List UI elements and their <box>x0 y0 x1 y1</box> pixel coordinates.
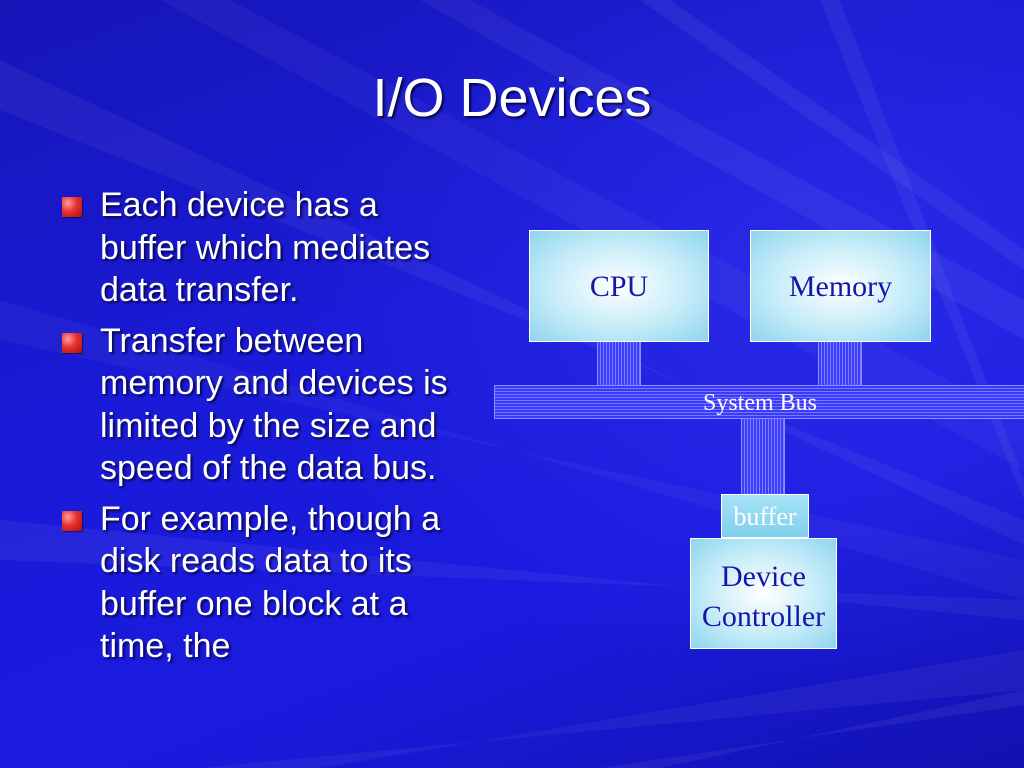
buffer-label: buffer <box>733 502 797 531</box>
cpu-box: CPU <box>529 230 709 342</box>
bullet-square-icon <box>62 510 82 531</box>
memory-bus-connector <box>818 342 862 386</box>
bullet-item: Transfer between memory and devices is l… <box>62 320 472 490</box>
bullet-item: For example, though a disk reads data to… <box>62 498 472 668</box>
bullet-text: Transfer between memory and devices is l… <box>100 321 448 488</box>
bullet-list: Each device has a buffer which mediates … <box>62 184 472 676</box>
bullet-square-icon <box>62 197 82 217</box>
bullet-text: Each device has a buffer which mediates … <box>100 186 431 309</box>
device-controller-box: Device Controller <box>690 538 837 649</box>
device-controller-label-line2: Controller <box>701 600 826 633</box>
slide-title: I/O Devices <box>372 68 652 128</box>
bullet-text: For example, though a disk reads data to… <box>100 499 441 666</box>
device-bus-connector <box>741 419 785 495</box>
cpu-bus-connector <box>597 342 641 386</box>
memory-box: Memory <box>750 230 931 342</box>
buffer-box: buffer <box>721 494 809 538</box>
bullet-square-icon <box>62 332 82 353</box>
bullet-item: Each device has a buffer which mediates … <box>62 184 472 312</box>
system-bus-label: System Bus <box>702 390 818 416</box>
memory-label: Memory <box>788 270 893 303</box>
device-controller-label-line1: Device <box>721 560 806 593</box>
system-bus: System Bus <box>494 385 1024 419</box>
cpu-label: CPU <box>589 270 649 303</box>
